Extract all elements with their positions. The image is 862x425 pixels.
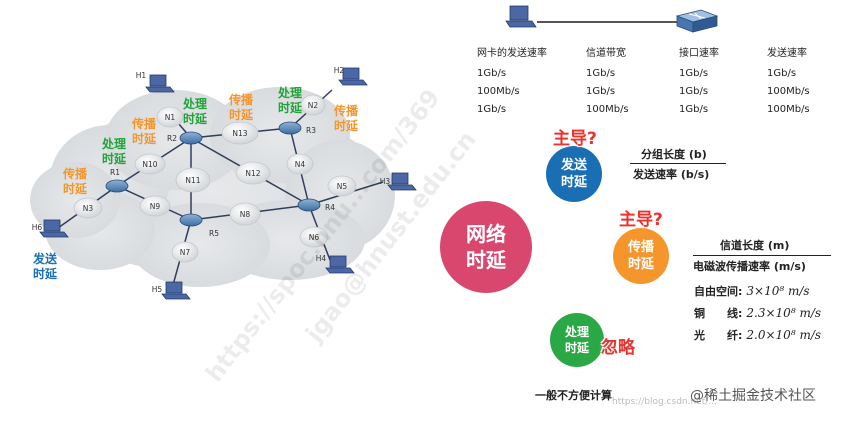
node-n1	[156, 106, 184, 128]
label-n13: N13	[232, 129, 247, 138]
label-n12: N12	[245, 169, 260, 178]
node-n12	[235, 161, 271, 185]
proc-delay-circle: 处理时延	[550, 313, 604, 367]
label-n6: N6	[309, 233, 320, 242]
label-n7: N7	[180, 248, 191, 257]
node-n10	[134, 153, 166, 175]
host-h3-icon	[387, 172, 417, 191]
label-r4: R4	[325, 203, 335, 212]
rate-cell: 1Gb/s	[477, 68, 507, 79]
label-n3: N3	[83, 204, 94, 213]
rate-cell: 100Mb/s	[477, 86, 520, 97]
watermark-brand: @稀土掘金技术社区	[690, 388, 816, 404]
host-h1-icon	[145, 74, 175, 93]
proc-delay-r1-label: 处理时延	[102, 137, 127, 166]
send-numerator: 分组长度 (b)	[641, 148, 707, 161]
node-n8	[229, 202, 261, 226]
medium-free-space: 自由空间:3×10⁸ m/s	[694, 284, 810, 298]
label-r5: R5	[209, 229, 219, 238]
router-r2	[179, 131, 203, 145]
col-header-bandwidth: 信道带宽	[586, 48, 626, 59]
label-h6: H6	[32, 223, 43, 232]
proc-ignore-tag: 忽略	[601, 338, 635, 358]
node-n3	[73, 197, 103, 219]
switch-icon	[675, 9, 719, 33]
label-n4: N4	[295, 160, 306, 169]
node-n7	[171, 241, 199, 263]
rate-cell: 1Gb/s	[586, 86, 616, 97]
prop-denominator: 电磁波传播速率 (m/s)	[693, 260, 806, 273]
proc-delay-r3-label: 处理时延	[278, 86, 303, 115]
router-r4	[297, 198, 321, 212]
prop-dominant-tag: 主导?	[619, 210, 663, 230]
host-h5-icon	[161, 281, 191, 300]
col-header-interface: 接口速率	[679, 48, 719, 59]
medium-copper: 铜 线:2.3×10⁸ m/s	[694, 306, 822, 320]
network-diagram: N1 N2 N3 N4 N5 N6 N7 N8 N9 N10 N11 N12 N…	[30, 66, 417, 300]
send-delay-h6-label: 发送时延	[33, 252, 58, 281]
node-n6	[299, 226, 329, 248]
node-n2	[300, 94, 326, 116]
prop-delay-n1-label: 传播时延	[132, 117, 157, 146]
label-n5: N5	[337, 182, 348, 191]
rate-cell: 1Gb/s	[767, 68, 797, 79]
label-r3: R3	[306, 126, 316, 135]
link-illustration	[505, 5, 719, 33]
rate-cell: 1Gb/s	[477, 104, 507, 115]
send-fraction-line	[630, 163, 726, 164]
rate-cell: 1Gb/s	[679, 104, 709, 115]
send-denominator: 发送速率 (b/s)	[633, 168, 710, 181]
proc-note: 一般不方便计算	[535, 389, 612, 402]
col-header-nic: 网卡的发送速率	[477, 48, 547, 59]
label-h3: H3	[380, 177, 391, 186]
proc-delay-r2-label: 处理时延	[183, 97, 208, 126]
router-r1	[105, 179, 129, 193]
label-n11: N11	[185, 176, 200, 185]
network-delay-circle: 网络时延	[440, 201, 532, 293]
label-n1: N1	[165, 113, 176, 122]
rate-cell: 100Mb/s	[767, 86, 810, 97]
prop-delay-r1-label: 传播时延	[63, 167, 88, 196]
label-h5: H5	[152, 285, 163, 294]
medium-fiber: 光 纤:2.0×10⁸ m/s	[694, 328, 822, 342]
rate-cell: 100Mb/s	[586, 104, 629, 115]
hosts	[39, 67, 417, 300]
node-n11	[175, 167, 211, 193]
node-n13	[221, 121, 259, 145]
router-r3	[278, 121, 302, 135]
host-h4-icon	[325, 255, 355, 274]
label-h2: H2	[334, 66, 345, 75]
rate-cell: 100Mb/s	[767, 104, 810, 115]
rate-cell: 1Gb/s	[586, 68, 616, 79]
label-n8: N8	[240, 210, 251, 219]
rate-cell: 1Gb/s	[679, 68, 709, 79]
network-nodes	[73, 94, 357, 263]
host-h2-icon	[338, 67, 368, 86]
prop-numerator: 信道长度 (m)	[720, 239, 790, 252]
routers	[105, 121, 321, 227]
send-dominant-tag: 主导?	[553, 129, 597, 149]
send-delay-circle: 发送时延	[546, 146, 602, 202]
rate-cell: 1Gb/s	[679, 86, 709, 97]
router-r5	[179, 213, 203, 227]
prop-delay-circle: 传播时延	[613, 228, 669, 284]
prop-delay-r2r3-label: 传播时延	[229, 93, 254, 122]
label-n10: N10	[142, 160, 157, 169]
label-n9: N9	[150, 202, 161, 211]
label-r1: R1	[110, 168, 120, 177]
label-n2: N2	[308, 101, 319, 110]
node-n4	[286, 153, 314, 175]
col-header-send-rate: 发送速率	[767, 48, 807, 59]
node-n5	[327, 175, 357, 197]
label-r2: R2	[167, 134, 177, 143]
label-h1: H1	[136, 71, 147, 80]
watermark-blog-url: https://blog.csdn.net/...	[612, 397, 717, 407]
label-h4: H4	[316, 254, 327, 263]
network-cloud	[30, 87, 395, 287]
laptop-icon	[505, 5, 537, 28]
host-h6-icon	[39, 219, 69, 238]
node-n9	[139, 195, 171, 217]
prop-fraction-line	[693, 255, 831, 256]
prop-delay-r3-label: 传播时延	[334, 104, 359, 133]
